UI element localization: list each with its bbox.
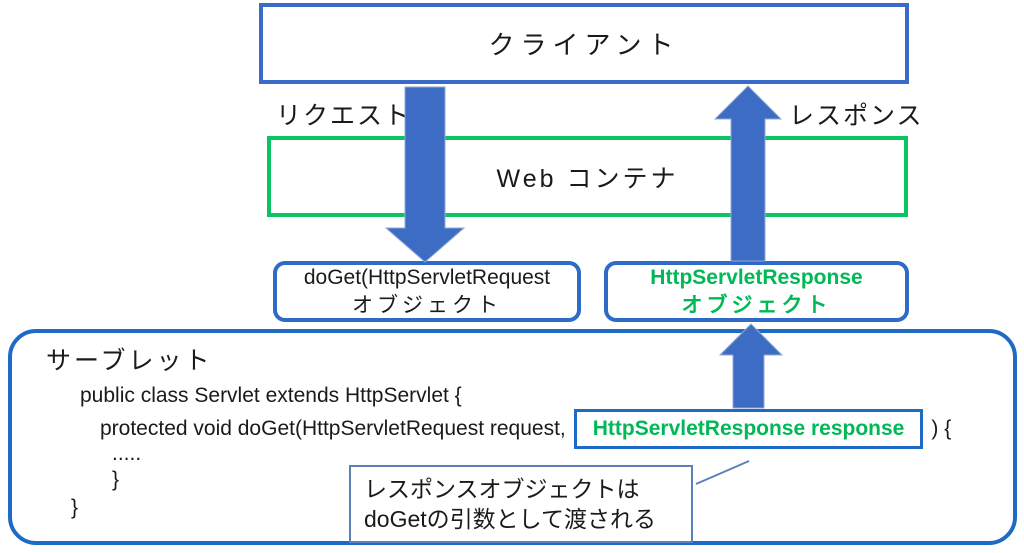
doget-request-object-line1: doGet(HttpServletRequest (303, 266, 551, 290)
code-line-close-brace-outer: } (71, 496, 79, 519)
callout-note: レスポンスオブジェクトは doGetの引数として渡される (349, 465, 693, 543)
client-box: クライアント (259, 3, 909, 84)
code-line-class-declaration: public class Servlet extends HttpServlet… (80, 384, 462, 407)
response-label: レスポンス (789, 102, 924, 130)
web-container-box: Web コンテナ (267, 136, 908, 217)
doget-request-object-box: doGet(HttpServletRequest オブジェクト (273, 261, 581, 322)
callout-line2: doGetの引数として渡される (364, 506, 656, 532)
response-param-highlight-box: HttpServletResponse response (573, 409, 924, 449)
response-object-line2: オブジェクト (681, 293, 832, 317)
web-container-label: Web コンテナ (496, 164, 679, 193)
callout-line1: レスポンスオブジェクトは (364, 475, 640, 502)
code-line-doget-signature: protected void doGet(HttpServletRequest … (100, 406, 951, 452)
code-doget-suffix: ) { (931, 417, 952, 440)
code-line-close-brace-inner: } (112, 468, 120, 491)
doget-request-object-line2: オブジェクト (352, 293, 502, 317)
response-object-line1: HttpServletResponse (650, 266, 863, 290)
servlet-title: サーブレット (46, 347, 213, 375)
response-object-box: HttpServletResponse オブジェクト (604, 261, 909, 322)
servlet-box (8, 329, 1017, 545)
code-line-ellipsis: ..... (112, 442, 142, 465)
request-label: リクエスト (276, 102, 412, 130)
code-doget-prefix: protected void doGet(HttpServletRequest … (100, 417, 566, 440)
client-box-label: クライアント (488, 30, 680, 60)
